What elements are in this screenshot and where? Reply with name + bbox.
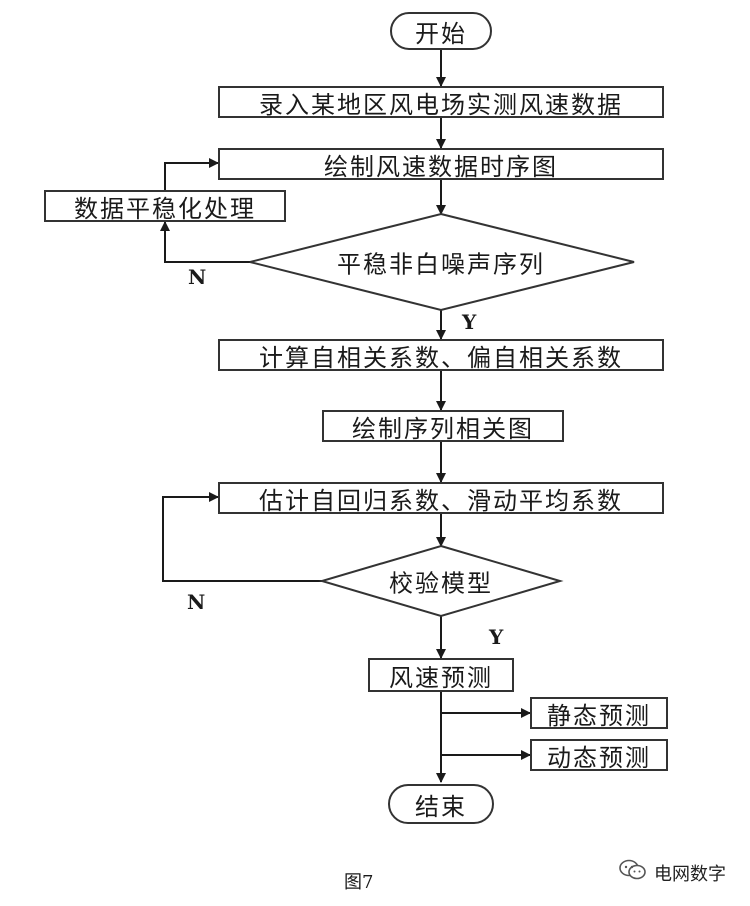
step-estimate-coefficients: 估计自回归系数、滑动平均系数	[218, 482, 664, 515]
step-dynamic-forecast: 动态预测	[530, 739, 668, 772]
step-plot-series: 绘制风速数据时序图	[218, 148, 664, 181]
yes-label-validate: Y	[489, 625, 504, 649]
wechat-icon	[618, 858, 648, 887]
watermark: 电网数字	[618, 858, 726, 887]
watermark-text: 电网数字	[654, 863, 726, 885]
step-input-data: 录入某地区风电场实测风速数据	[218, 86, 664, 119]
decision-stationary-label: 平稳非白噪声序列	[337, 250, 545, 279]
decision-validate-label: 校验模型	[389, 569, 493, 598]
start-terminal: 开始	[390, 12, 492, 50]
decision-validate-diamond	[318, 544, 564, 618]
step-stationarize: 数据平稳化处理	[44, 190, 286, 223]
step-compute-acf: 计算自相关系数、偏自相关系数	[218, 339, 664, 372]
no-label-stationary: N	[188, 265, 207, 289]
step-static-forecast: 静态预测	[530, 697, 668, 730]
step-forecast: 风速预测	[368, 658, 514, 692]
figure-caption: 图7	[344, 872, 374, 893]
step-plot-correlation: 绘制序列相关图	[322, 410, 564, 443]
yes-label-stationary: Y	[462, 310, 477, 334]
arrow-stationarize-to-plot	[164, 158, 219, 190]
end-terminal: 结束	[388, 784, 494, 824]
arrow-validate-no-to-estimate	[162, 492, 322, 582]
arrow-check-no-to-stationarize	[160, 221, 250, 263]
decision-stationary-diamond	[249, 212, 635, 312]
no-label-validate: N	[187, 590, 206, 614]
